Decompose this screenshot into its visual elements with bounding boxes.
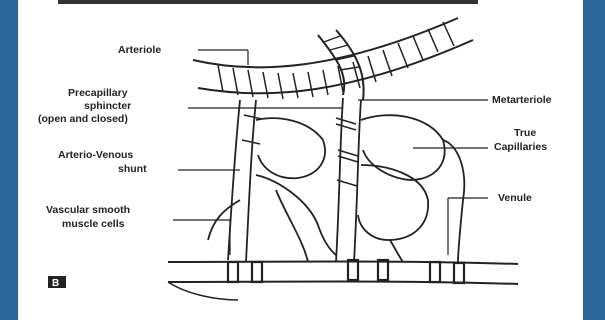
microcirculation-diagram: Arteriole Precapillary sphincter (open a… [18, 0, 583, 320]
slide-panel: Arteriole Precapillary sphincter (open a… [18, 0, 583, 320]
label-precapillary-3: (open and closed) [38, 113, 128, 125]
capillary-network [208, 98, 464, 262]
label-av-shunt-1: Arterio-Venous [58, 149, 133, 161]
label-metarteriole: Metarteriole [492, 94, 552, 106]
label-venule: Venule [498, 192, 532, 204]
label-true-capillaries-2: Capillaries [494, 141, 547, 153]
venule-vessel [168, 260, 518, 300]
label-precapillary-2: sphincter [84, 100, 131, 112]
label-precapillary-1: Precapillary [68, 87, 128, 99]
label-vsmc-2: muscle cells [62, 218, 125, 230]
arteriole-vessel [193, 18, 473, 99]
label-vsmc-1: Vascular smooth [46, 204, 130, 216]
label-true-capillaries-1: True [514, 127, 536, 139]
label-av-shunt-2: shunt [118, 163, 147, 175]
upper-branch-vessel [318, 30, 364, 100]
label-arteriole: Arteriole [118, 44, 161, 56]
cropped-title-strip [58, 0, 478, 4]
figure-letter-badge: B [48, 276, 66, 289]
figure-letter: B [52, 278, 59, 289]
